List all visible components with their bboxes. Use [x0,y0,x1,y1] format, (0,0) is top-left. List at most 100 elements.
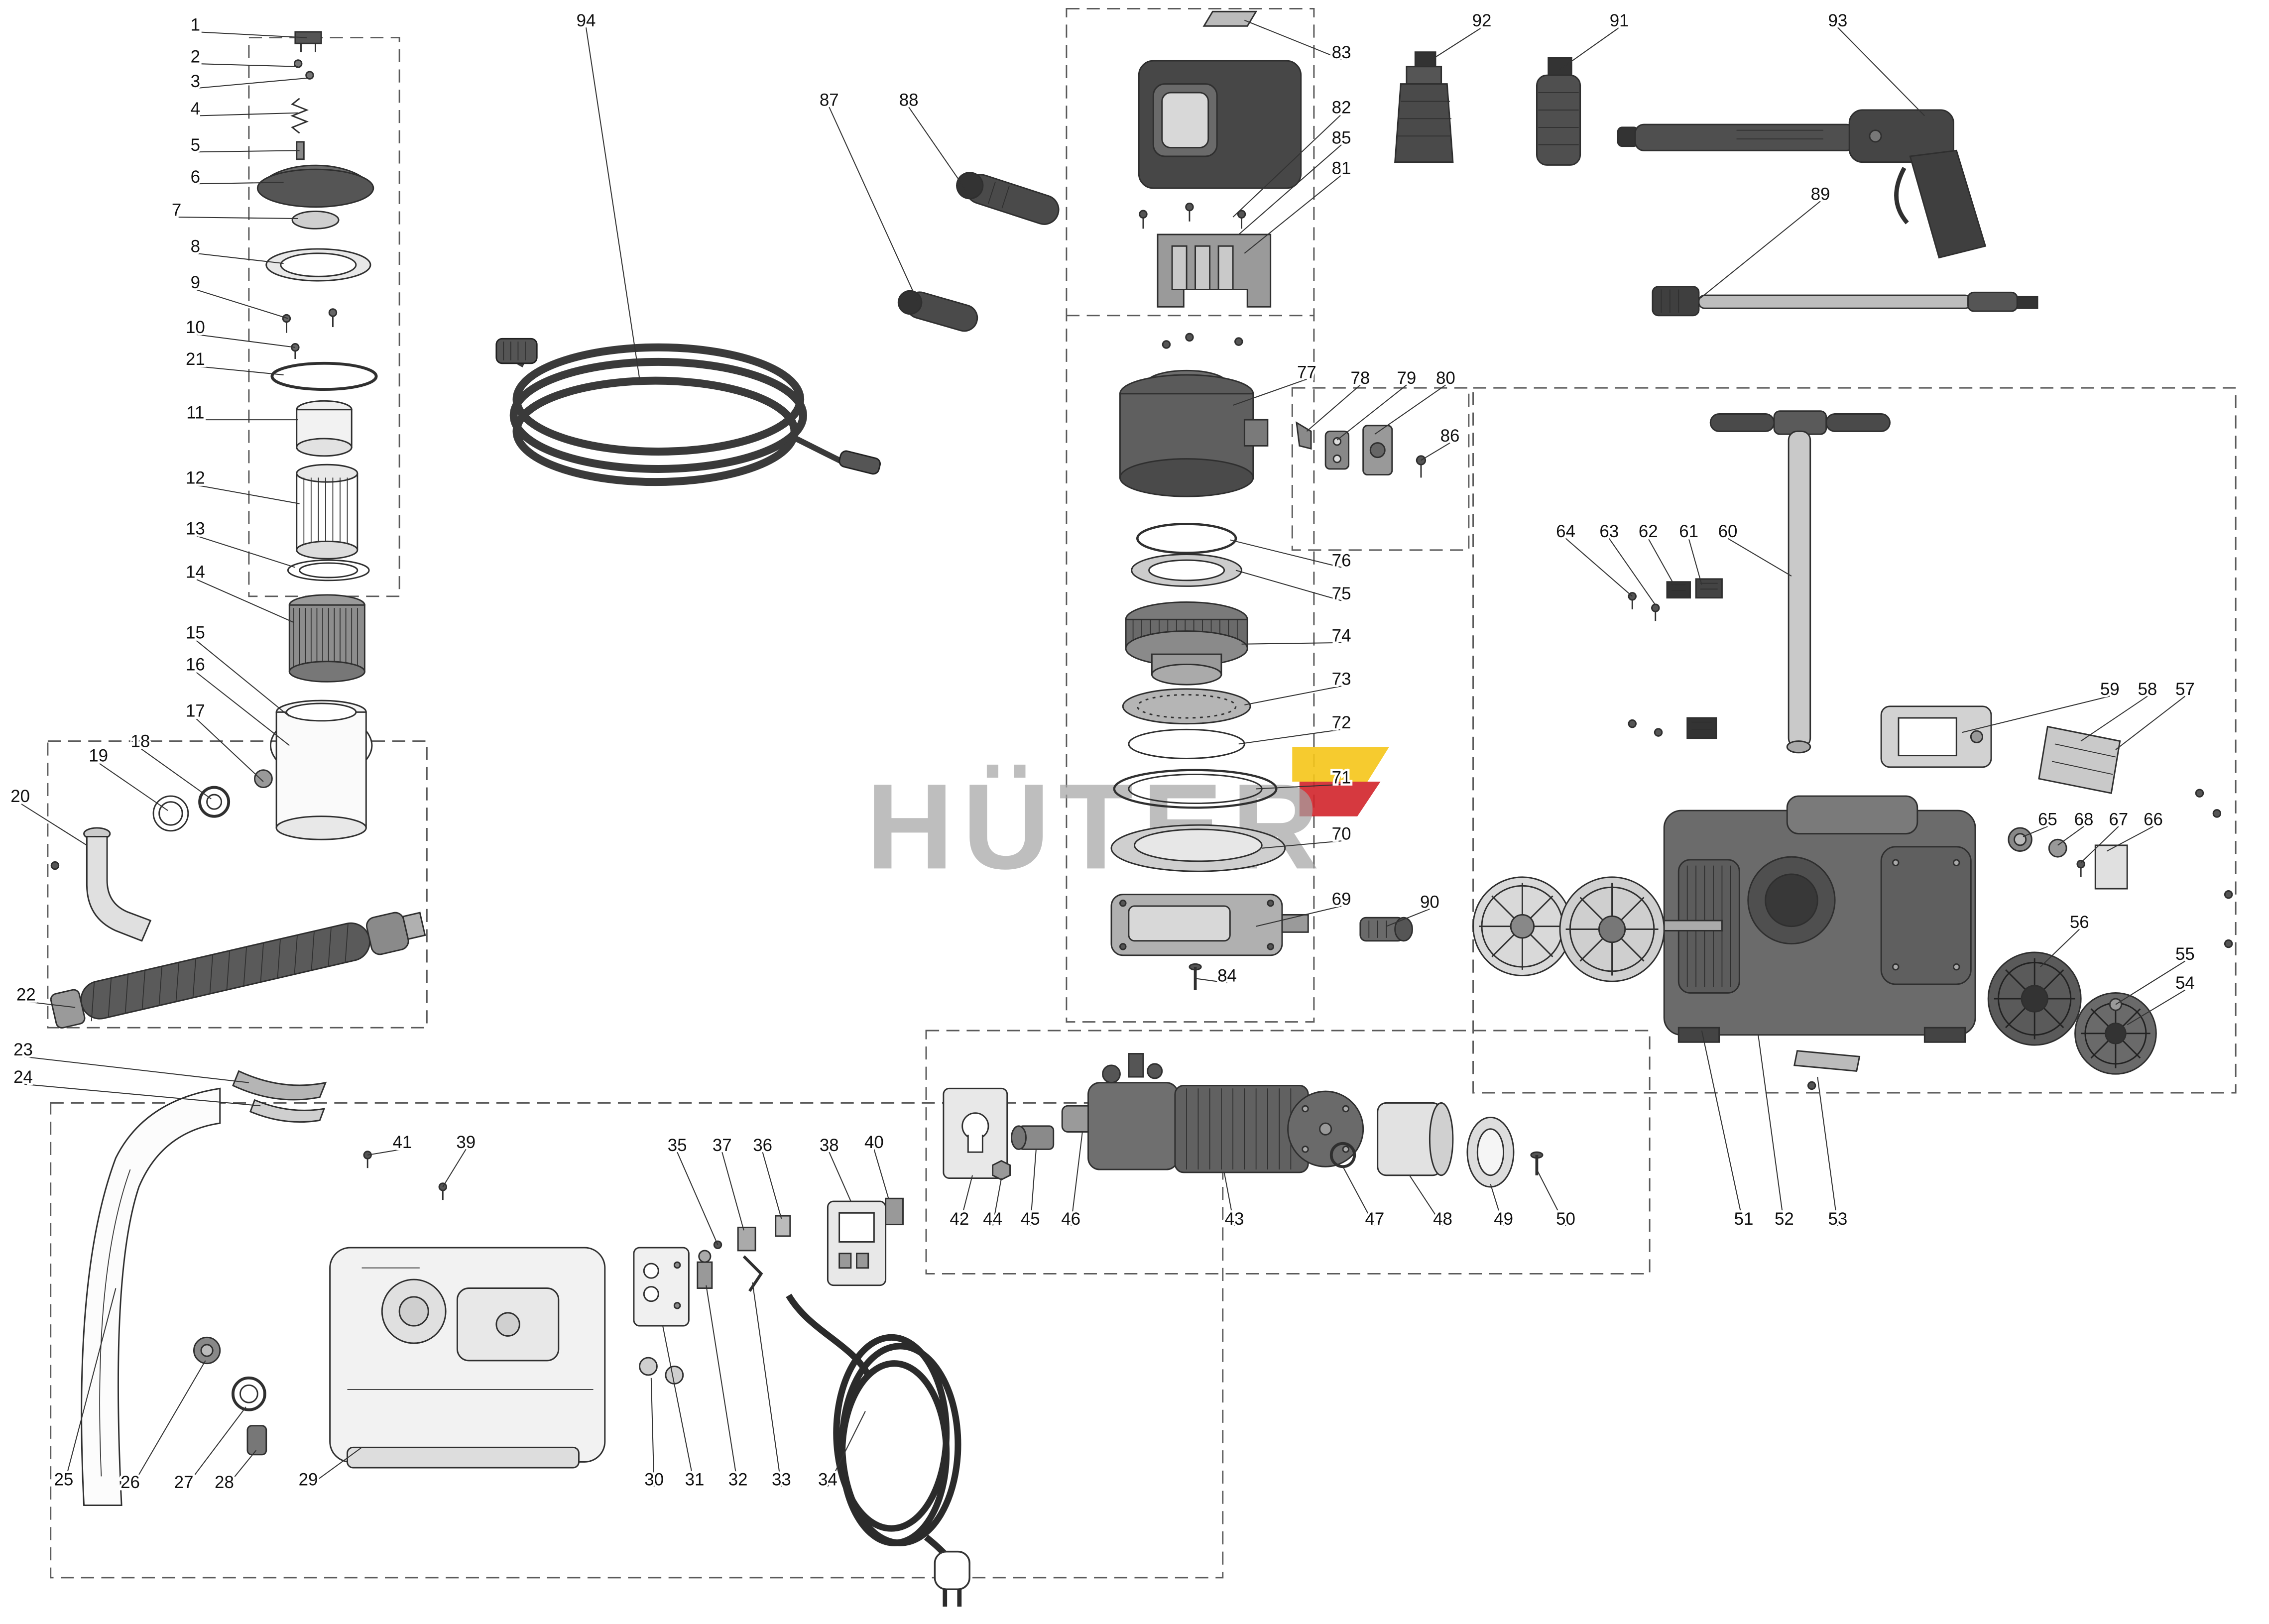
watermark-logo: HÜTER [866,747,1389,894]
leader-line-40 [873,1149,889,1199]
leader-line-77 [1232,378,1307,406]
leader-line-48 [1409,1175,1443,1227]
leader-line-28 [224,1450,257,1490]
box-filter-head [248,37,400,597]
callout-62: 62 [1639,522,1658,541]
leader-line-8 [195,252,284,264]
callout-18: 18 [131,732,150,751]
callout-20: 20 [10,787,30,806]
spray-gun [1617,109,1987,259]
callout-71: 71 [1332,768,1351,787]
leader-line-30 [650,1378,655,1487]
leader-line-88 [908,107,967,192]
assembly-motor-column [1110,10,1427,990]
leader-line-74 [1241,642,1342,645]
group-boundary-boxes [47,7,2237,1579]
assembly-housing [81,1087,904,1507]
leader-line-41 [367,1149,403,1156]
leader-line-60 [1727,538,1792,577]
callout-26: 26 [120,1473,140,1492]
leader-line-16 [195,671,290,746]
leader-line-43 [1223,1172,1235,1226]
foam-nozzle-bottles [1394,51,1581,166]
callout-29: 29 [299,1470,318,1489]
leader-line-4 [195,112,298,116]
callout-89: 89 [1811,185,1830,204]
callout-3: 3 [191,72,200,91]
drain-hose [50,912,426,1029]
callout-59: 59 [2100,680,2120,699]
callout-91: 91 [1610,11,1629,30]
callout-22: 22 [16,985,36,1004]
callout-1: 1 [191,15,200,35]
leader-line-10 [195,334,296,348]
callout-80: 80 [1436,368,1455,388]
leader-line-2 [195,63,298,67]
leader-line-47 [1342,1166,1375,1226]
leader-line-3 [195,77,307,89]
callout-14: 14 [186,563,205,582]
leader-line-21 [195,365,284,376]
callout-27: 27 [174,1473,194,1492]
callout-28: 28 [215,1473,234,1492]
box-pump-assembly [925,1030,1651,1275]
callout-79: 79 [1397,368,1416,388]
callout-66: 66 [2144,810,2163,829]
leader-line-32 [706,1285,739,1487]
callout-13: 13 [186,519,205,538]
leader-line-38 [829,1152,851,1202]
leader-line-35 [677,1152,718,1245]
leader-line-5 [195,150,300,153]
callout-49: 49 [1494,1209,1513,1229]
callout-36: 36 [753,1136,772,1155]
leader-line-82 [1232,114,1342,218]
callout-layer: 1234567891011121314151617181920212223242… [8,8,2197,1494]
leader-line-14 [195,578,294,623]
leader-line-66 [2107,826,2153,852]
leader-line-36 [762,1152,782,1219]
leader-line-26 [129,1360,206,1490]
leader-line-89 [1700,201,1821,299]
callout-64: 64 [1556,522,1575,541]
leader-line-64 [1565,538,1633,597]
callout-5: 5 [191,135,200,155]
callout-51: 51 [1734,1209,1754,1229]
leader-line-7 [176,217,298,220]
leader-line-85 [1238,144,1342,235]
callout-7: 7 [172,201,181,220]
wheels [1472,876,2157,1075]
callout-55: 55 [2175,944,2195,964]
callout-76: 76 [1332,551,1351,570]
callout-17: 17 [186,701,205,721]
callout-34: 34 [818,1470,837,1489]
leader-line-81 [1244,174,1342,254]
callout-32: 32 [728,1470,748,1489]
leader-line-54 [2127,989,2185,1026]
logo-flag-red [1299,781,1381,816]
leader-line-33 [752,1282,782,1487]
callout-15: 15 [186,623,205,643]
callout-88: 88 [899,91,919,110]
leader-line-56 [2040,928,2080,967]
callout-86: 86 [1440,426,1460,446]
callout-69: 69 [1332,890,1351,909]
callout-19: 19 [89,746,108,766]
callout-74: 74 [1332,626,1351,645]
leader-line-63 [1608,538,1656,605]
leader-line-91 [1559,27,1620,70]
callout-31: 31 [685,1470,705,1489]
callout-77: 77 [1297,362,1316,382]
callout-37: 37 [713,1136,732,1155]
logo-flag-yellow [1292,747,1389,782]
callout-65: 65 [2038,810,2057,829]
callout-12: 12 [186,468,205,488]
callout-68: 68 [2074,810,2094,829]
callout-53: 53 [1828,1209,1848,1229]
leader-line-18 [140,748,212,800]
leader-line-58 [2080,696,2148,742]
leader-line-24 [23,1083,261,1107]
callout-72: 72 [1332,713,1351,732]
callout-25: 25 [54,1470,73,1489]
